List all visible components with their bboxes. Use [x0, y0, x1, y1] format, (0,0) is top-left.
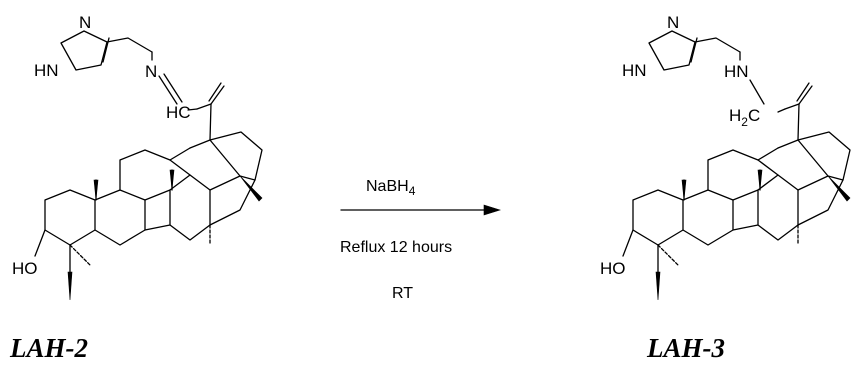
atom-ring-nh: HN [34, 61, 59, 80]
reaction-time-conditions: Reflux 12 hours [340, 239, 452, 256]
atom-imine-c: HC [166, 103, 191, 122]
compound-label-lah-3: LAH-3 [646, 333, 725, 363]
atom-ring-nh: HN [622, 61, 647, 80]
atom-ring-n: N [79, 13, 91, 32]
atom-amine-nh: HN [724, 62, 749, 81]
reagent-label: NaBH4 [366, 178, 416, 198]
atom-methylene: H2C [729, 106, 760, 129]
atom-hydroxyl: HO [12, 259, 38, 278]
molecule-lah-3: N HN HN H2C HO LAH-3 [600, 13, 851, 363]
compound-label-lah-2: LAH-2 [9, 333, 88, 363]
atom-imine-n: N [145, 62, 157, 81]
atom-ring-n: N [667, 13, 679, 32]
reaction-arrow [340, 204, 502, 216]
reaction-temperature: RT [392, 285, 413, 302]
molecule-lah-2: N HN N HC HO LAH-2 [9, 13, 263, 363]
atom-hydroxyl: HO [600, 259, 626, 278]
